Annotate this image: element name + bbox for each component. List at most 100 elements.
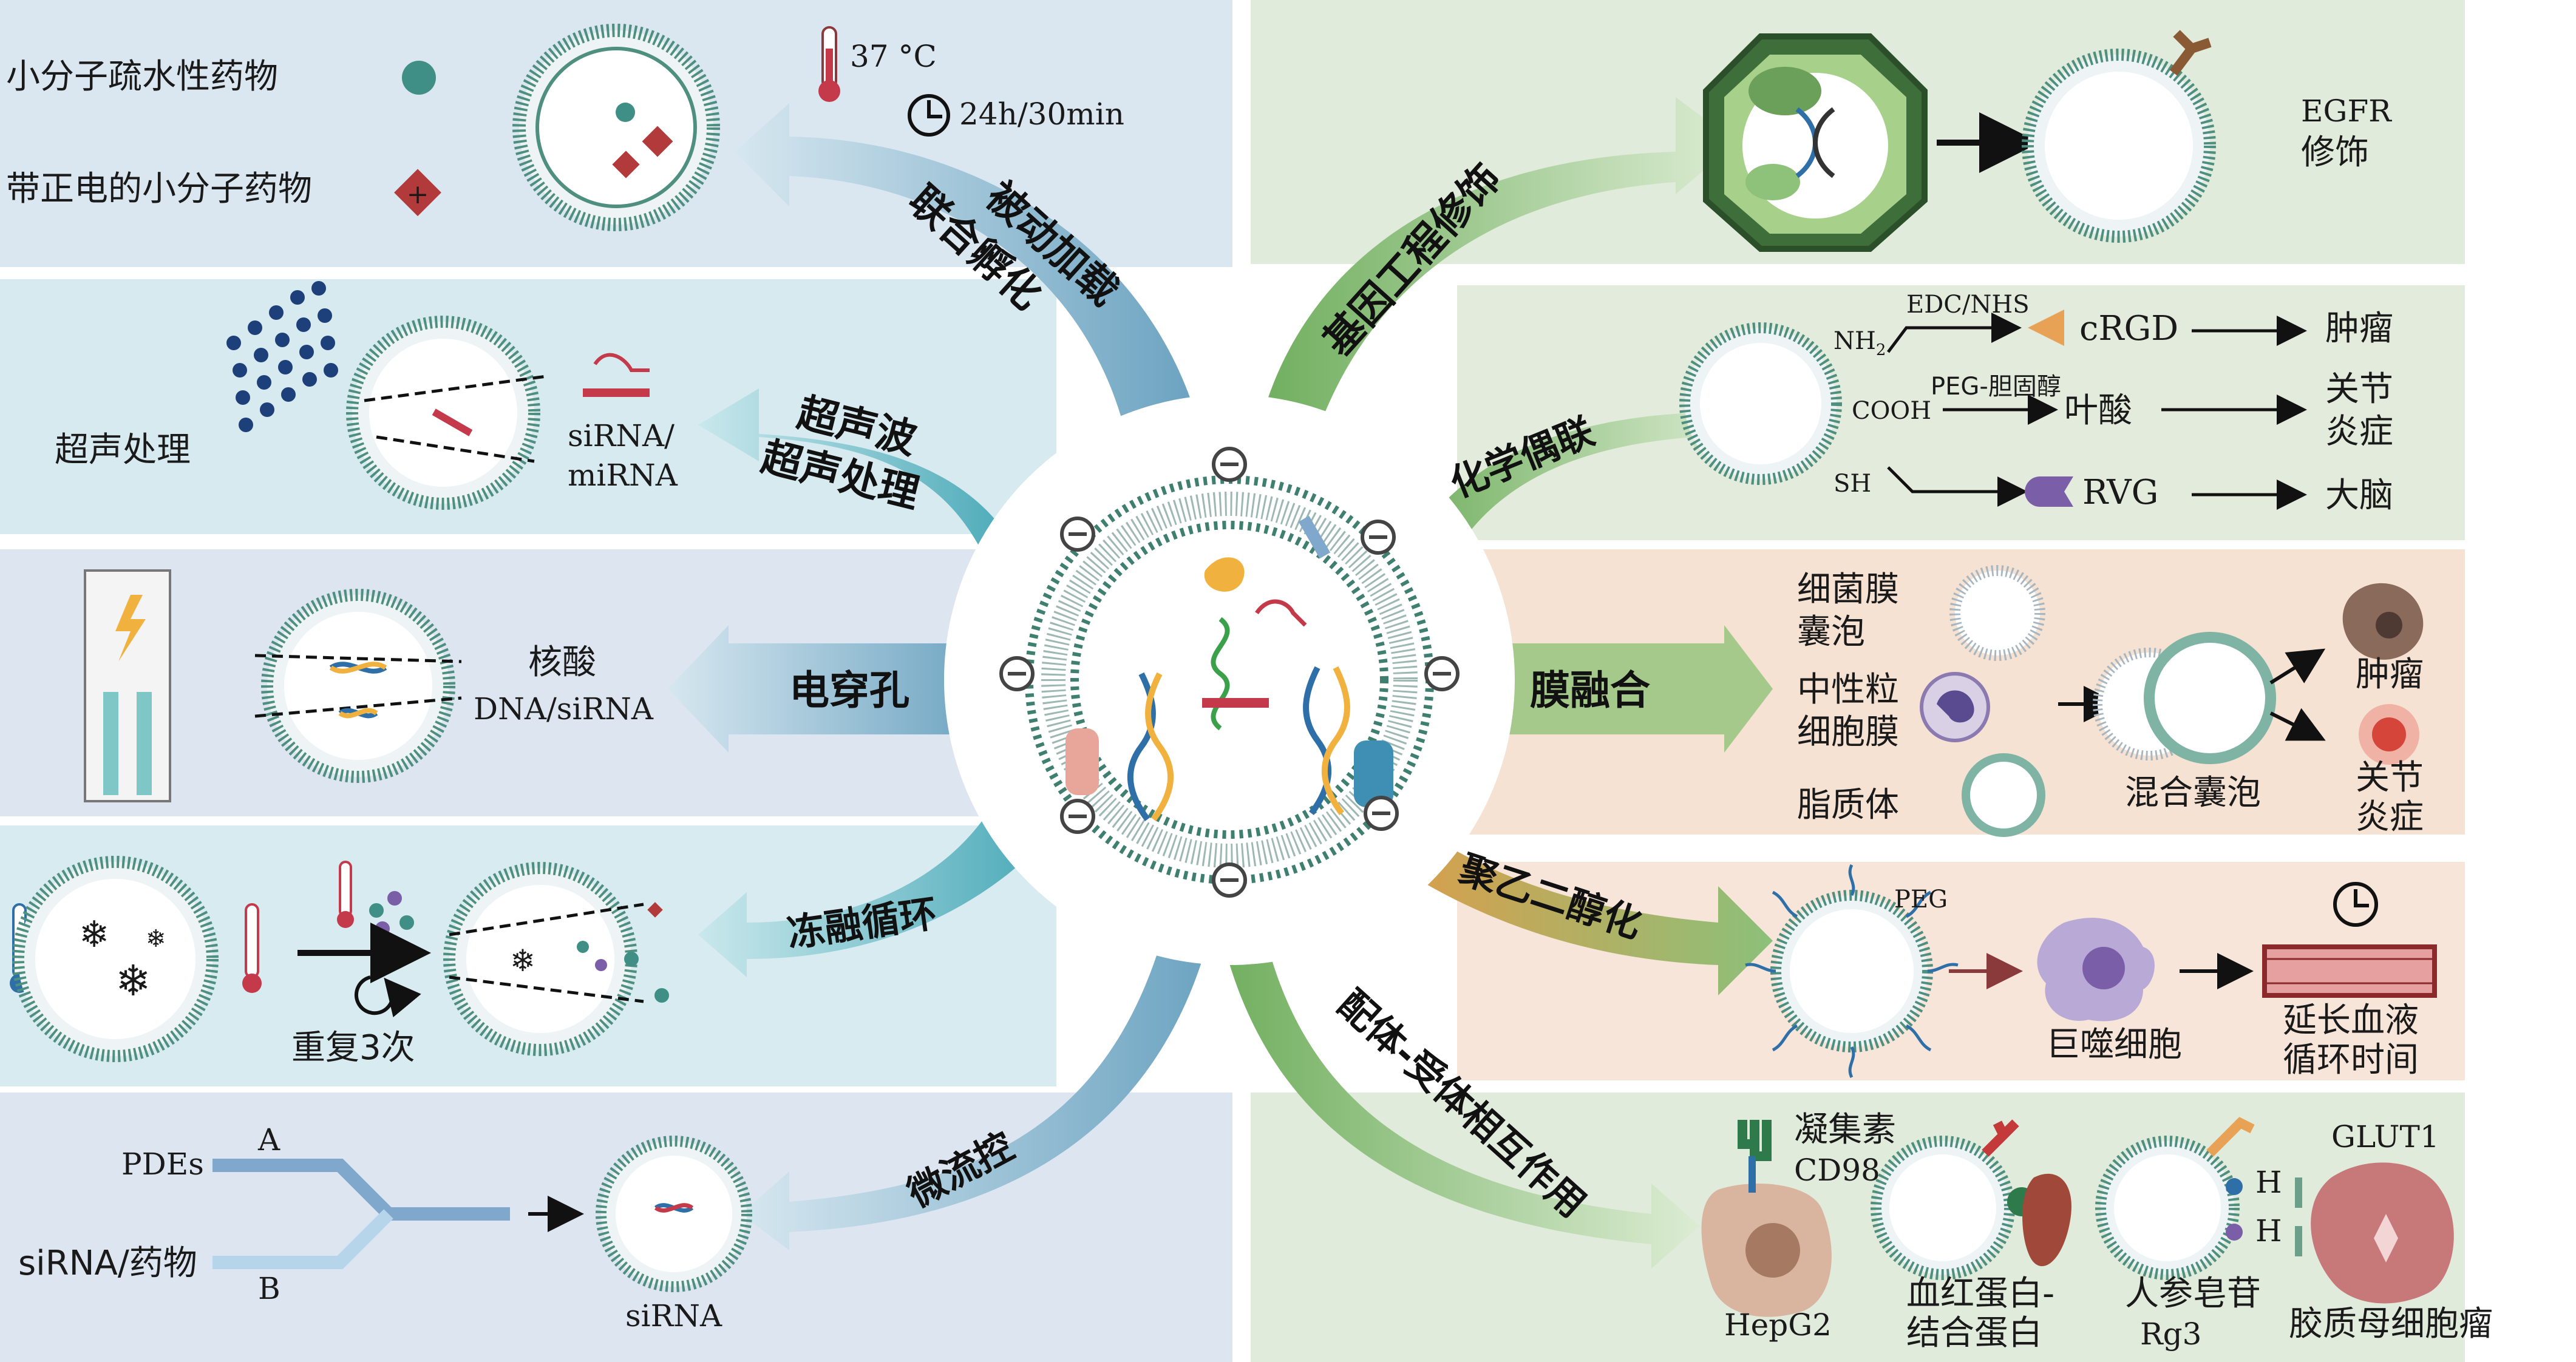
fusion-src-neutrophil-2: 细胞膜 xyxy=(1797,713,1899,752)
fusion-src-neutrophil-1: 中性粒 xyxy=(1797,670,1899,710)
repeat-label: 重复3次 xyxy=(291,1028,415,1068)
fusion-target-joint-1: 关节 xyxy=(2356,758,2424,798)
svg-text:H: H xyxy=(2255,1213,2282,1248)
target-joint-2: 炎症 xyxy=(2325,412,2393,452)
group-nh2: NH2 xyxy=(1833,327,1886,359)
macrophage-icon xyxy=(2037,918,2155,1022)
freeze-thaw-process xyxy=(297,861,431,1018)
passive-exosome xyxy=(512,24,720,231)
electroporation-arrow xyxy=(668,625,996,753)
sirna-cargo-icon xyxy=(1202,698,1269,708)
group-sh: SH xyxy=(1833,470,1871,498)
clock-icon xyxy=(2333,882,2378,927)
membrane-protein-icon xyxy=(1298,515,1331,559)
blood-vessel-icon xyxy=(2262,944,2437,998)
lectin-label: 凝集素 xyxy=(1794,1110,1896,1150)
microfluidic-exosome xyxy=(596,1136,752,1292)
cd98-label: CD98 xyxy=(1794,1153,1880,1188)
hepg2-cell-icon xyxy=(1701,1156,1832,1317)
circulation-label-1: 延长血液 xyxy=(2283,1001,2419,1040)
ultrasound-arrow xyxy=(698,388,1032,583)
reagent-edc: EDC/NHS xyxy=(1906,291,2030,319)
bacterial-vesicle-icon xyxy=(1949,565,2045,661)
glut1-label: GLUT1 xyxy=(2331,1119,2439,1154)
crgd-icon xyxy=(2028,310,2064,346)
frozen-exosome: ❄ ❄ ❄ xyxy=(12,856,219,1062)
tumor-cell-icon xyxy=(2342,583,2424,660)
freeze-thaw-arrow xyxy=(698,789,1069,977)
hydrogen-bond-icon: H H xyxy=(2255,1165,2282,1248)
ginsenoside-exosome xyxy=(2095,1117,2255,1280)
ultrasound-exosome xyxy=(346,316,547,510)
hepg2-label: HepG2 xyxy=(1724,1307,1832,1343)
engineered-cell-icon xyxy=(1703,33,1928,252)
hybrid-vesicle-icon xyxy=(2093,632,2276,764)
legend-positive-drug: 带正电的小分子药物 xyxy=(6,169,312,209)
ultrasound-cargo-2: miRNA xyxy=(568,458,678,493)
ligand-receptor-panel xyxy=(1251,1093,2465,1362)
hybrid-vesicle-label: 混合囊泡 xyxy=(2125,773,2261,813)
hb-label-2: 结合蛋白 xyxy=(1906,1313,2042,1353)
fusion-arrow xyxy=(1457,625,1773,753)
ginsenoside-label-1: 人参皂苷 xyxy=(2125,1274,2261,1313)
chemical-arrow xyxy=(1396,376,1742,583)
legend-hydrophobic-drug: 小分子疏水性药物 xyxy=(6,57,278,97)
ultrasound-cargo-1: siRNA/ xyxy=(568,418,675,453)
neutrophil-icon xyxy=(1920,672,1990,742)
svg-text:❄: ❄ xyxy=(510,943,535,978)
fusion-src-liposome: 脂质体 xyxy=(1797,785,1899,825)
svg-text:H: H xyxy=(2255,1165,2282,1200)
svg-text:❄: ❄ xyxy=(79,913,109,956)
target-tumor: 肿瘤 xyxy=(2325,309,2393,348)
macrophage-label: 巨噬细胞 xyxy=(2046,1025,2182,1065)
clock-icon xyxy=(908,94,950,137)
ligand-crgd: cRGD xyxy=(2079,309,2178,348)
ginsenoside-label-2: Rg3 xyxy=(2140,1316,2201,1352)
chemical-exosome xyxy=(1679,322,1842,485)
microfluidic-channel xyxy=(212,1159,584,1269)
fusion-target-tumor: 肿瘤 xyxy=(2356,655,2424,694)
group-cooh: COOH xyxy=(1852,397,1931,425)
sirna-icon xyxy=(583,353,650,397)
pegylated-exosome xyxy=(1745,864,1959,1079)
chemical-coupling-panel xyxy=(1457,285,2465,540)
svg-text:❄: ❄ xyxy=(146,925,166,953)
inflammation-icon xyxy=(2359,704,2419,765)
egfr-label-1: EGFR xyxy=(2301,93,2392,129)
electroporation-cargo-2: DNA/siRNA xyxy=(474,691,654,727)
fusion-src-bacterial-2: 囊泡 xyxy=(1797,612,1865,652)
glioblastoma-label: 胶质母细胞瘤 xyxy=(2289,1304,2493,1344)
peg-label: PEG xyxy=(1894,886,1948,913)
rvg-icon xyxy=(2025,476,2073,507)
warm-thermometer-icon xyxy=(242,903,262,993)
membrane-protein-icon xyxy=(1065,728,1099,795)
circulation-label-2: 循环时间 xyxy=(2283,1040,2419,1080)
fusion-arrow-label: 膜融合 xyxy=(1530,667,1650,714)
target-brain: 大脑 xyxy=(2325,476,2393,515)
genetic-arrow xyxy=(1257,97,1736,449)
svg-text:+: + xyxy=(407,179,429,210)
positive-drug-icon xyxy=(394,169,441,217)
electroporation-cargo-1: 核酸 xyxy=(528,643,596,682)
egfr-exosome xyxy=(2022,30,2216,243)
ultrasound-waves-icon xyxy=(226,281,338,432)
thawed-exosome: ❄ xyxy=(443,862,669,1056)
electroporation-exosome xyxy=(254,589,462,783)
fusion-target-joint-2: 炎症 xyxy=(2356,798,2424,837)
ultrasound-process-label: 超声处理 xyxy=(55,430,191,470)
electroporation-arrow-label: 电穿孔 xyxy=(789,667,909,714)
inlet-a-letter: A xyxy=(257,1122,280,1157)
svg-text:❄: ❄ xyxy=(115,956,151,1006)
thermometer-icon xyxy=(818,26,840,102)
hb-label-1: 血红蛋白- xyxy=(1906,1274,2054,1313)
inlet-b-letter: B xyxy=(258,1271,280,1306)
central-exosome xyxy=(944,395,1515,965)
glioblastoma-cell-icon xyxy=(2295,1162,2454,1304)
reagent-peg: PEG-胆固醇 xyxy=(1931,373,2061,401)
inlet-b-name: siRNA/药物 xyxy=(18,1244,197,1283)
time-label: 24h/30min xyxy=(959,97,1124,132)
electroporation-cuvette-icon xyxy=(84,569,171,802)
egfr-label-2: 修饰 xyxy=(2301,133,2369,172)
rna-cargo-icon xyxy=(1211,617,1230,731)
